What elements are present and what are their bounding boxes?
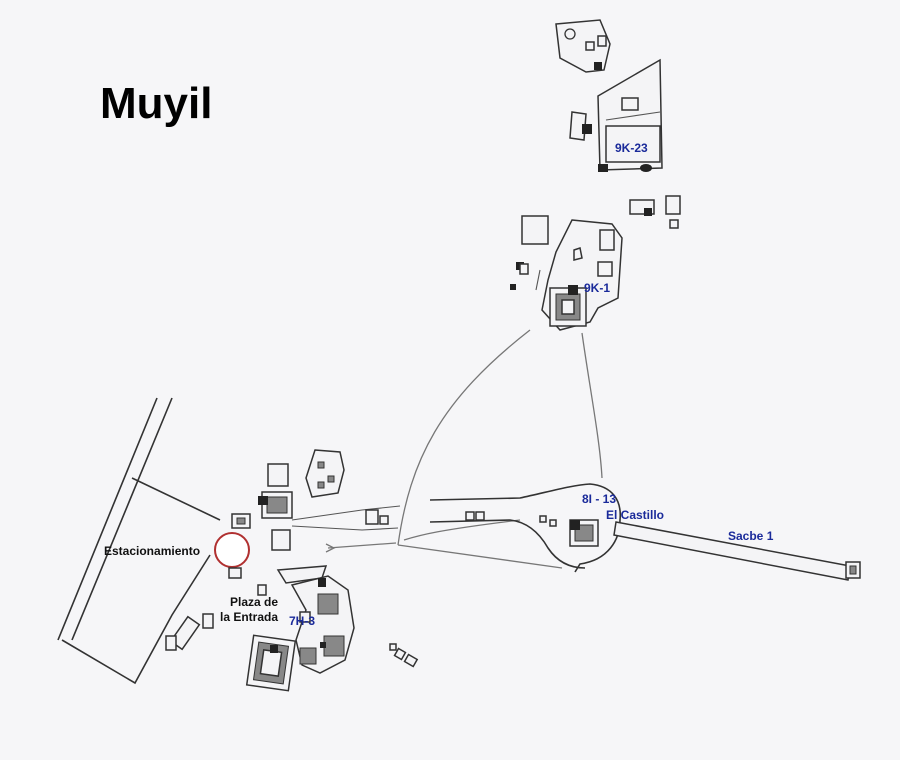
castillo-area xyxy=(429,483,621,573)
parking-marker[interactable] xyxy=(214,532,250,568)
sacbe-1 xyxy=(613,521,861,581)
causeway-entrance xyxy=(291,505,401,553)
parking-area xyxy=(57,397,221,685)
label-9k23[interactable]: 9K-23 xyxy=(615,141,648,155)
group-9k1 xyxy=(510,215,623,331)
map-title: Muyil xyxy=(100,79,212,128)
label-plaza-line1[interactable]: Plaza de xyxy=(230,595,278,609)
label-9k1[interactable]: 9K-1 xyxy=(584,281,610,295)
label-sacbe-1[interactable]: Sacbe 1 xyxy=(728,529,774,543)
entrance-group-structures xyxy=(231,449,419,692)
label-estacionamiento[interactable]: Estacionamiento xyxy=(104,544,200,558)
label-el-castillo[interactable]: El Castillo xyxy=(606,508,664,522)
label-8i13[interactable]: 8I - 13 xyxy=(582,492,616,506)
junction-routes xyxy=(397,329,603,569)
group-9k23 xyxy=(555,19,681,229)
label-plaza-line2[interactable]: la Entrada xyxy=(220,610,278,624)
label-7h3[interactable]: 7H-3 xyxy=(289,614,315,628)
